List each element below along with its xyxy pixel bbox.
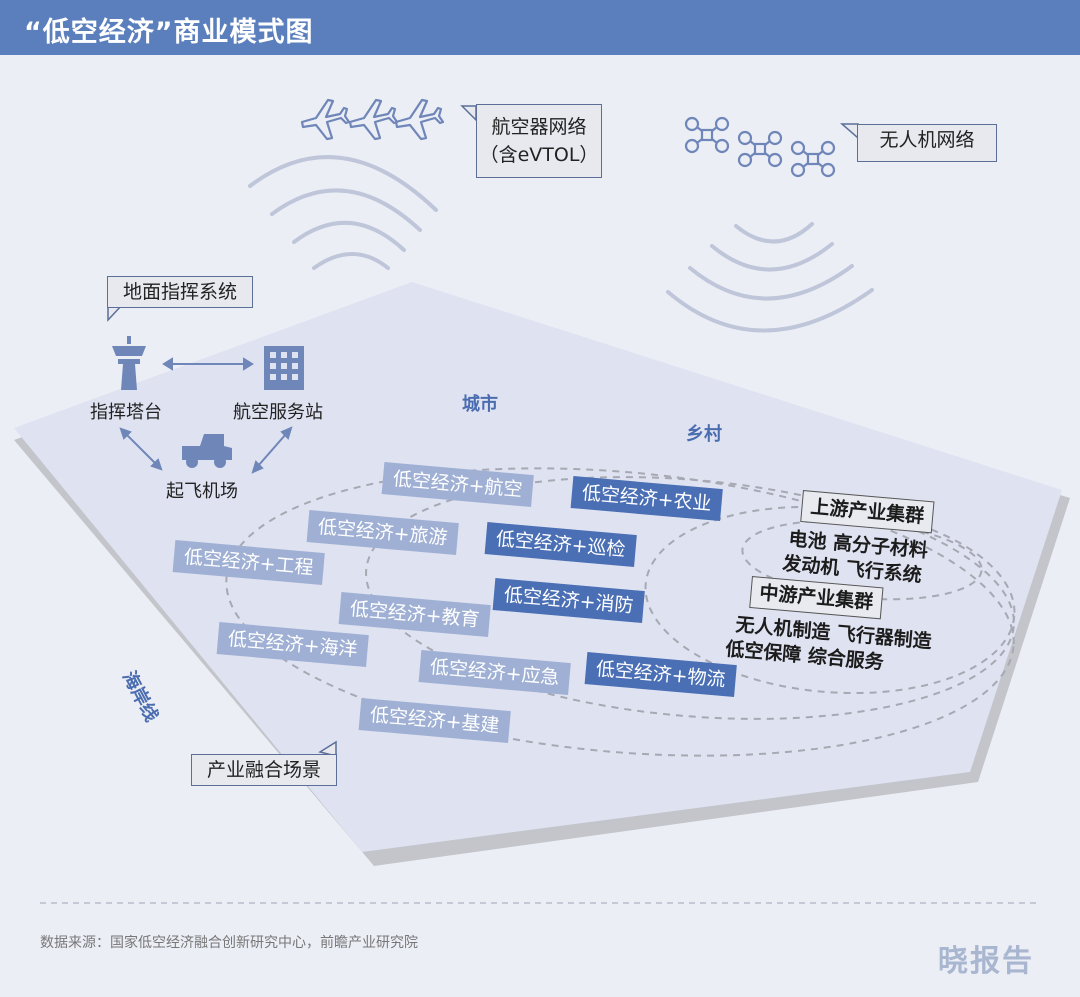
ground-command-callout: 地面指挥系统 — [107, 276, 253, 308]
plane-icon — [394, 98, 445, 141]
upstream-cluster: 上游产业集群 电池 高分子材料 发动机 飞行系统 — [782, 490, 935, 589]
drone-network-label: 无人机网络 — [879, 129, 975, 151]
drone-icon — [737, 130, 783, 168]
control-tower-icon — [112, 336, 146, 390]
midstream-cluster: 中游产业集群 无人机制造 飞行器制造 低空保障 综合服务 — [725, 576, 936, 680]
integration-label: 产业融合场景 — [206, 759, 321, 781]
service-station-icon — [264, 346, 304, 390]
integration-callout: 产业融合场景 — [191, 754, 337, 786]
station-label: 航空服务站 — [233, 402, 323, 423]
brand-logo: 晓报告 — [938, 944, 1034, 979]
drone-icon — [684, 116, 730, 154]
header-bar: “低空经济”商业模式图 — [0, 0, 1080, 55]
area-city: 城市 — [462, 394, 498, 415]
drone-icon — [790, 140, 836, 178]
plane-icon — [348, 98, 399, 141]
airfield-label: 起飞机场 — [166, 481, 238, 502]
page-title: “低空经济”商业模式图 — [24, 17, 314, 48]
drone-network-callout: 无人机网络 — [857, 124, 997, 162]
drone-signal-waves — [666, 222, 874, 333]
aircraft-network-label: 航空器网络 — [491, 116, 587, 138]
aircraft-network-sublabel: （含eVTOL） — [479, 144, 599, 166]
source-note: 数据来源：国家低空经济融合创新研究中心，前瞻产业研究院 — [40, 935, 418, 951]
tower-label: 指挥塔台 — [90, 402, 162, 423]
callout-tail — [460, 105, 477, 122]
aircraft-network-callout: 航空器网络 （含eVTOL） — [476, 104, 602, 178]
ground-arrows — [119, 357, 293, 474]
callout-tail — [840, 123, 859, 140]
plane-icon — [300, 98, 351, 141]
ground-plane — [14, 282, 1062, 852]
airfield-vehicle-icon — [182, 434, 232, 468]
ground-command-label: 地面指挥系统 — [122, 281, 237, 303]
aircraft-signal-waves — [248, 155, 438, 270]
area-rural: 乡村 — [686, 424, 722, 445]
